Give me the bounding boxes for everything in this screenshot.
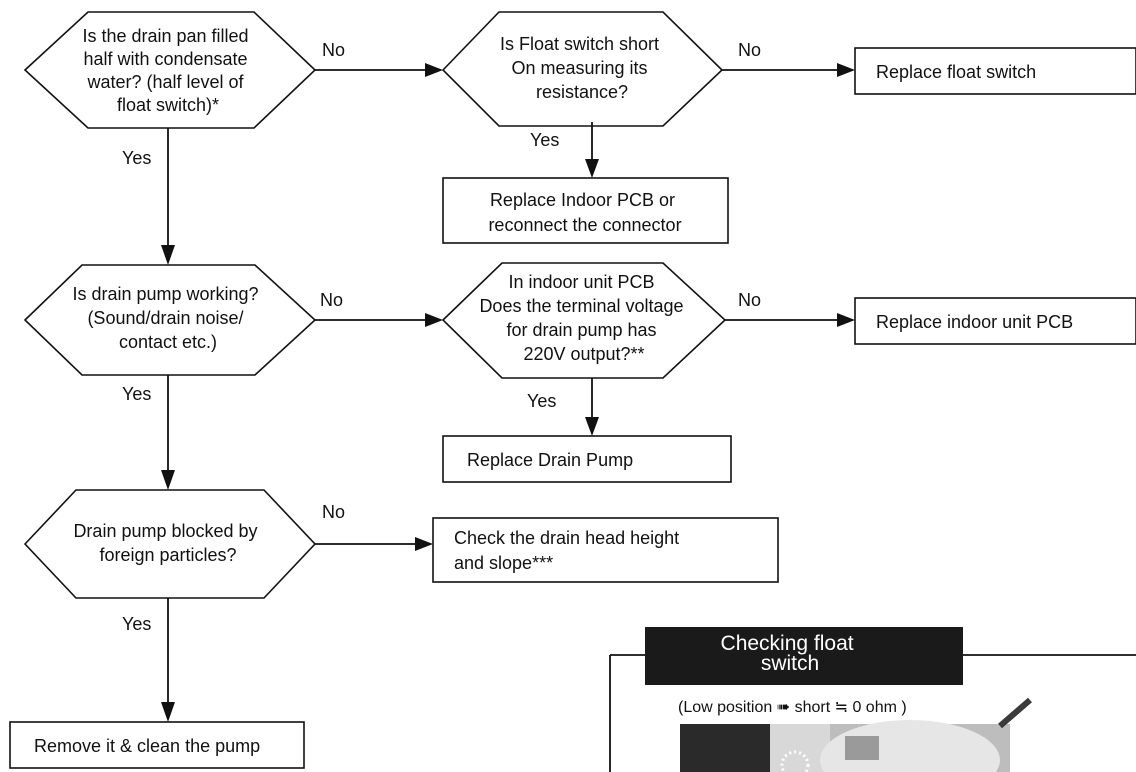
- inset-caption: (Low position ➠ short ≒ 0 ohm ): [678, 699, 907, 716]
- edge-d4-no: No: [725, 290, 855, 327]
- action-box: [442, 177, 729, 244]
- edge-label: Yes: [122, 614, 151, 634]
- decision-line: Is the drain pan filled: [82, 26, 248, 46]
- arrow-head: [585, 159, 599, 178]
- decision-text: Is the drain pan filled half with conden…: [82, 26, 253, 115]
- arrow-head: [161, 470, 175, 490]
- action-text: Check the drain head height and slope***: [454, 528, 684, 573]
- photo-highlight: [770, 724, 830, 772]
- action-replace-float-switch: Replace float switch: [854, 47, 1136, 95]
- action-text: Replace float switch: [876, 62, 1036, 82]
- decision-drain-pump-blocked: Drain pump blocked by foreign particles?: [23, 489, 317, 599]
- arrow-head: [837, 63, 855, 77]
- decision-line: In indoor unit PCB: [508, 272, 654, 292]
- edge-label: No: [738, 290, 761, 310]
- edge-d2-yes: Yes: [530, 122, 599, 178]
- action-text: Replace indoor unit PCB: [876, 312, 1073, 332]
- action-box: [442, 435, 732, 483]
- decision-text: Is Float switch short On measuring its r…: [500, 34, 664, 102]
- edge-d2-no: No: [722, 40, 855, 77]
- decision-line: for drain pump has: [506, 320, 656, 340]
- edge-d5-yes: Yes: [122, 598, 175, 722]
- photo-float: [845, 736, 879, 760]
- inset-title-line: switch: [761, 652, 819, 675]
- action-line: Replace Indoor PCB or: [490, 190, 675, 210]
- action-check-drain-head-height: Check the drain head height and slope***: [432, 517, 779, 583]
- action-line: and slope***: [454, 553, 553, 573]
- edge-d1-no: No: [315, 40, 443, 77]
- action-line: Check the drain head height: [454, 528, 679, 548]
- decision-line: half with condensate: [83, 49, 247, 69]
- action-text: Replace Indoor PCB or reconnect the conn…: [488, 190, 681, 235]
- decision-line: Is drain pump working?: [72, 284, 258, 304]
- decision-line: On measuring its: [511, 58, 647, 78]
- decision-line: (Sound/drain noise/: [87, 308, 243, 328]
- edge-d3-yes: Yes: [122, 375, 175, 490]
- decision-line: water? (half level of: [86, 72, 244, 92]
- edge-d3-no: No: [315, 290, 443, 327]
- action-replace-drain-pump: Replace Drain Pump: [442, 435, 732, 483]
- action-box: [854, 47, 1136, 95]
- action-box: [432, 517, 779, 583]
- edge-label: Yes: [122, 148, 151, 168]
- arrow-head: [425, 313, 443, 327]
- decision-line: Does the terminal voltage: [479, 296, 683, 316]
- inset-checking-float-switch: Checking float switch (Low position ➠ sh…: [609, 627, 1136, 772]
- action-remove-and-clean-pump: Remove it & clean the pump: [9, 721, 305, 769]
- decision-line: contact etc.): [119, 332, 217, 352]
- decision-line: Is Float switch short: [500, 34, 659, 54]
- action-text: Remove it & clean the pump: [34, 736, 260, 756]
- decision-line: foreign particles?: [99, 545, 236, 565]
- edge-label: Yes: [530, 130, 559, 150]
- action-replace-indoor-unit-pcb: Replace indoor unit PCB: [854, 297, 1136, 345]
- action-replace-indoor-pcb-or-reconnect: Replace Indoor PCB or reconnect the conn…: [442, 177, 729, 244]
- edge-d1-yes: Yes: [122, 128, 175, 265]
- arrow-head: [415, 537, 433, 551]
- edge-label: No: [322, 502, 345, 522]
- arrow-head: [837, 313, 855, 327]
- decision-line: Drain pump blocked by: [73, 521, 257, 541]
- inset-title-bar: [645, 627, 963, 685]
- decision-line: float switch)*: [117, 95, 219, 115]
- decision-text: Drain pump blocked by foreign particles?: [73, 521, 262, 565]
- edge-label: No: [738, 40, 761, 60]
- edge-label: No: [322, 40, 345, 60]
- edge-d5-no: No: [315, 502, 433, 551]
- decision-terminal-voltage-220v: In indoor unit PCB Does the terminal vol…: [441, 262, 727, 379]
- edge-label: Yes: [527, 391, 556, 411]
- decision-shape: [23, 489, 317, 599]
- inset-title: Checking float switch: [721, 632, 860, 675]
- action-line: reconnect the connector: [488, 215, 681, 235]
- photo-dark-part: [680, 724, 770, 772]
- edge-d4-yes: Yes: [527, 378, 599, 436]
- arrow-head: [161, 245, 175, 265]
- decision-text: In indoor unit PCB Does the terminal vol…: [479, 272, 688, 364]
- decision-drain-pump-working: Is drain pump working? (Sound/drain nois…: [23, 264, 317, 376]
- arrow-head: [161, 702, 175, 722]
- decision-text: Is drain pump working? (Sound/drain nois…: [72, 284, 263, 352]
- decision-line: resistance?: [536, 82, 628, 102]
- action-text: Replace Drain Pump: [467, 450, 633, 470]
- edge-label: No: [320, 290, 343, 310]
- float-switch-photo: [680, 697, 1032, 772]
- decision-drain-pan-filled: Is the drain pan filled half with conden…: [23, 11, 317, 129]
- edge-label: Yes: [122, 384, 151, 404]
- decision-line: 220V output?**: [523, 344, 644, 364]
- photo-probe: [998, 697, 1032, 729]
- photo-highlight-circle: [780, 750, 810, 772]
- arrow-head: [425, 63, 443, 77]
- inset-title-line: Checking float: [721, 632, 854, 655]
- action-box: [854, 297, 1136, 345]
- decision-float-switch-short: Is Float switch short On measuring its r…: [441, 11, 724, 127]
- action-box: [9, 721, 305, 769]
- arrow-head: [585, 417, 599, 436]
